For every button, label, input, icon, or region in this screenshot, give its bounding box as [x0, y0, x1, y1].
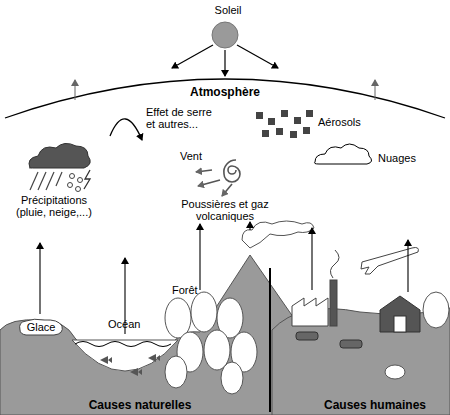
particle	[294, 117, 301, 124]
escape-arrow	[75, 80, 76, 100]
barn	[380, 296, 420, 332]
particle	[303, 127, 310, 134]
emission-arrows	[40, 222, 408, 334]
up-arrow	[249, 222, 250, 230]
aerosol-particles	[256, 110, 313, 138]
ice-shape: Glace	[18, 318, 64, 336]
wind-arrow	[222, 184, 232, 196]
particle	[256, 112, 263, 119]
rain-line	[46, 172, 54, 190]
ray-arrow	[224, 50, 225, 76]
particle	[268, 118, 275, 125]
sun-label: Soleil	[208, 4, 248, 16]
greenhouse-label: Effet de serre et autres...	[146, 106, 224, 130]
wind-symbol	[196, 160, 240, 196]
ray-arrow	[172, 45, 213, 68]
factory	[292, 250, 339, 326]
particle	[290, 131, 297, 138]
volcanic-label: Poussières et gaz volcaniques	[180, 198, 270, 222]
hailstone	[70, 174, 75, 179]
barn-building	[380, 296, 420, 332]
section-title: Causes humaines	[305, 399, 445, 411]
ocean-waves	[75, 342, 171, 347]
sheep	[385, 365, 405, 379]
hailstone	[76, 187, 81, 192]
forest	[165, 292, 257, 394]
particle	[281, 110, 288, 117]
car	[296, 332, 318, 340]
sun	[212, 22, 238, 48]
fish-shape	[148, 354, 160, 362]
rain-line	[38, 172, 46, 190]
section-title: Causes naturelles	[70, 399, 210, 411]
wind-arrow	[198, 180, 220, 186]
hailstone	[78, 178, 83, 183]
ocean-label: Océan	[108, 318, 148, 330]
escape-arrow	[375, 80, 376, 100]
chimney	[330, 280, 337, 326]
lightning	[84, 170, 90, 189]
rain-line	[30, 172, 38, 190]
divider-line	[269, 268, 271, 412]
ocean-basin	[72, 340, 178, 371]
ice-label: Glace	[18, 318, 64, 336]
aerosol-label: Aérosols	[318, 116, 388, 128]
rain-cloud	[29, 143, 90, 168]
orchard-tree	[423, 292, 449, 328]
tree	[221, 362, 243, 394]
fish-shape	[100, 356, 112, 364]
fish	[100, 354, 160, 376]
barn-door	[394, 316, 406, 332]
wind-arrow	[196, 170, 212, 172]
volcanic-plume	[242, 221, 314, 248]
rain-lines	[30, 172, 62, 190]
ray-arrow	[237, 45, 278, 68]
up-arrow	[39, 243, 40, 314]
fish-shape	[130, 368, 142, 376]
up-arrow	[407, 240, 408, 292]
hailstone	[68, 183, 73, 188]
factory-building	[292, 298, 328, 326]
particle	[262, 130, 269, 137]
tree	[165, 356, 187, 388]
wind-spiral	[224, 160, 240, 182]
cloud-label: Nuages	[378, 152, 438, 164]
cars	[296, 332, 362, 348]
cloud	[315, 144, 372, 164]
up-arrow	[199, 224, 200, 290]
up-arrow	[311, 228, 312, 290]
precipitation-label: Précipitations (pluie, neige,...)	[6, 194, 102, 218]
hail	[68, 174, 83, 192]
atmosphere-label: Atmosphère	[170, 86, 280, 98]
particle	[306, 110, 313, 117]
airplane	[361, 248, 418, 275]
atmosphere-arc	[5, 79, 445, 118]
smoke	[330, 250, 339, 278]
wind-label: Vent	[180, 150, 220, 162]
sun-rays	[172, 45, 278, 76]
particle	[276, 128, 283, 135]
car	[340, 340, 362, 348]
forest-label: Forêt	[172, 284, 212, 296]
rain-line	[56, 172, 62, 186]
greenhouse-arrow	[110, 119, 142, 140]
tree	[191, 292, 217, 332]
